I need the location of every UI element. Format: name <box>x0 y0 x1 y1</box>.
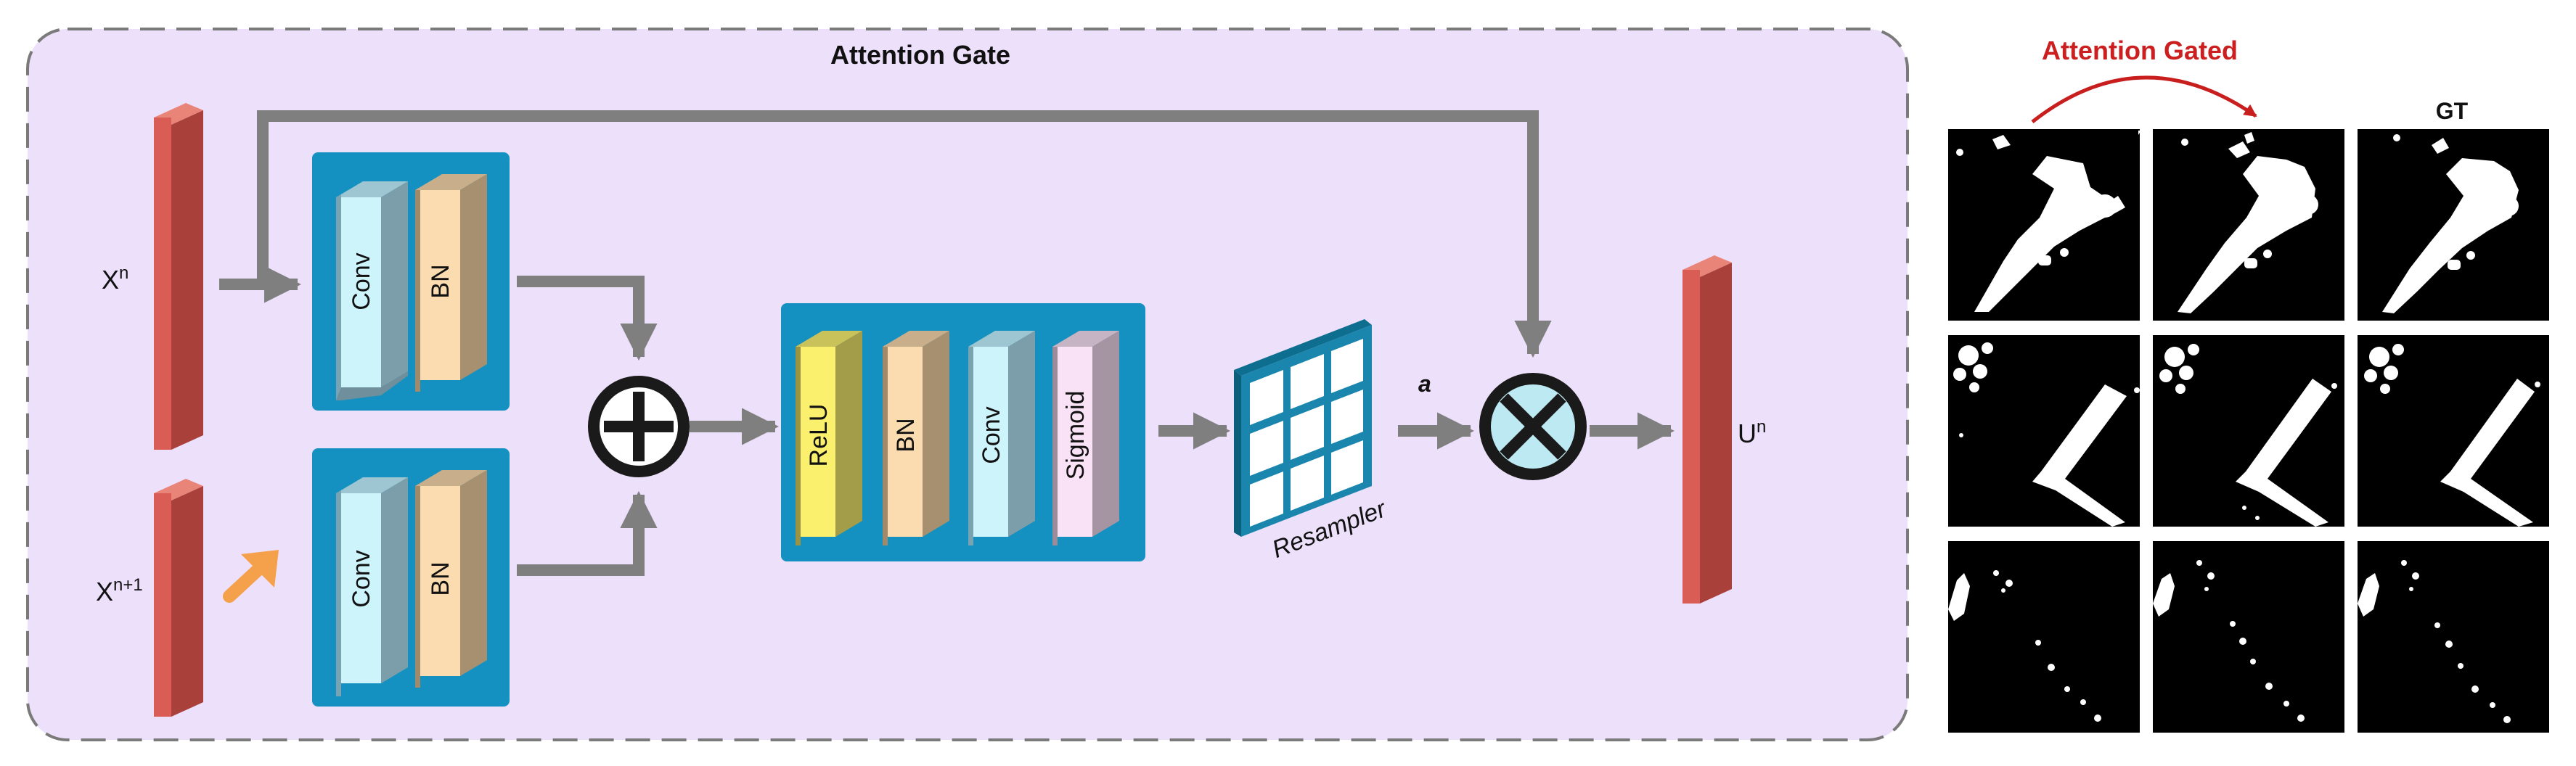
lower-conv-bn-block <box>312 448 510 707</box>
skip-connection-arrow <box>257 110 1552 358</box>
add-operator-icon <box>588 376 690 477</box>
result-image-r1-c1 <box>1948 129 2141 321</box>
result-image-r3-c1 <box>1948 541 2140 733</box>
xn1-label: Xn+1 <box>96 575 143 606</box>
xn1-feature-bar <box>154 479 203 717</box>
attention-gated-title: Attention Gated <box>2042 36 2238 65</box>
multiply-operator-icon <box>1479 373 1587 480</box>
alpha-label: a <box>1418 371 1431 397</box>
sigmoid-label: Sigmoid <box>1062 391 1089 480</box>
upsample-arrow-icon <box>223 550 279 603</box>
result-image-r1-c3 <box>2358 129 2549 321</box>
result-image-r2-c2 <box>2153 335 2344 527</box>
middle-bn-label: BN <box>892 418 920 452</box>
xn-label: Xn <box>102 263 128 295</box>
result-image-r2-c1 <box>1948 335 2140 527</box>
upper-to-add-arrow <box>517 276 658 361</box>
middle-block <box>781 303 1145 561</box>
panel-title: Attention Gate <box>830 40 1010 70</box>
xn-feature-bar <box>154 103 203 450</box>
result-image-r3-c3 <box>2358 541 2549 733</box>
middle-conv-label: Conv <box>978 406 1005 464</box>
gt-label: GT <box>2436 98 2469 124</box>
upper-conv-bn-block <box>312 152 510 411</box>
result-image-r3-c2 <box>2153 541 2344 733</box>
relu-label: ReLU <box>805 404 833 467</box>
attention-gated-arrow <box>2031 75 2257 123</box>
upper-conv-label: Conv <box>348 252 375 310</box>
resampler-grid-icon <box>1234 319 1372 537</box>
lower-bn-label: BN <box>427 561 454 596</box>
upper-bn-label: BN <box>427 264 454 298</box>
result-image-r1-c2 <box>2153 129 2344 321</box>
lower-to-add-arrow <box>517 490 658 576</box>
lower-conv-label: Conv <box>348 550 375 607</box>
un-feature-bar <box>1682 255 1732 604</box>
un-label: Un <box>1738 417 1766 448</box>
result-image-r2-c3 <box>2358 335 2549 527</box>
